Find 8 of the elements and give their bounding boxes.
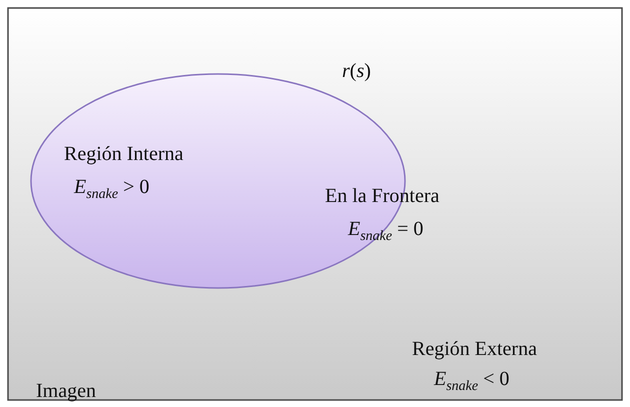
region-label: En la Frontera (325, 185, 440, 207)
image-label: Imagen (36, 380, 96, 402)
energy-formula: E$_{snake}$ > 0 (74, 176, 150, 202)
region-label: Región Externa (412, 338, 537, 360)
energy-formula: E$_{snake}$ < 0 (434, 368, 510, 394)
region-label: Región Interna (64, 143, 184, 165)
energy-formula: E$_{snake}$ = 0 (348, 218, 424, 244)
contour-formula: r(s) (342, 60, 371, 82)
